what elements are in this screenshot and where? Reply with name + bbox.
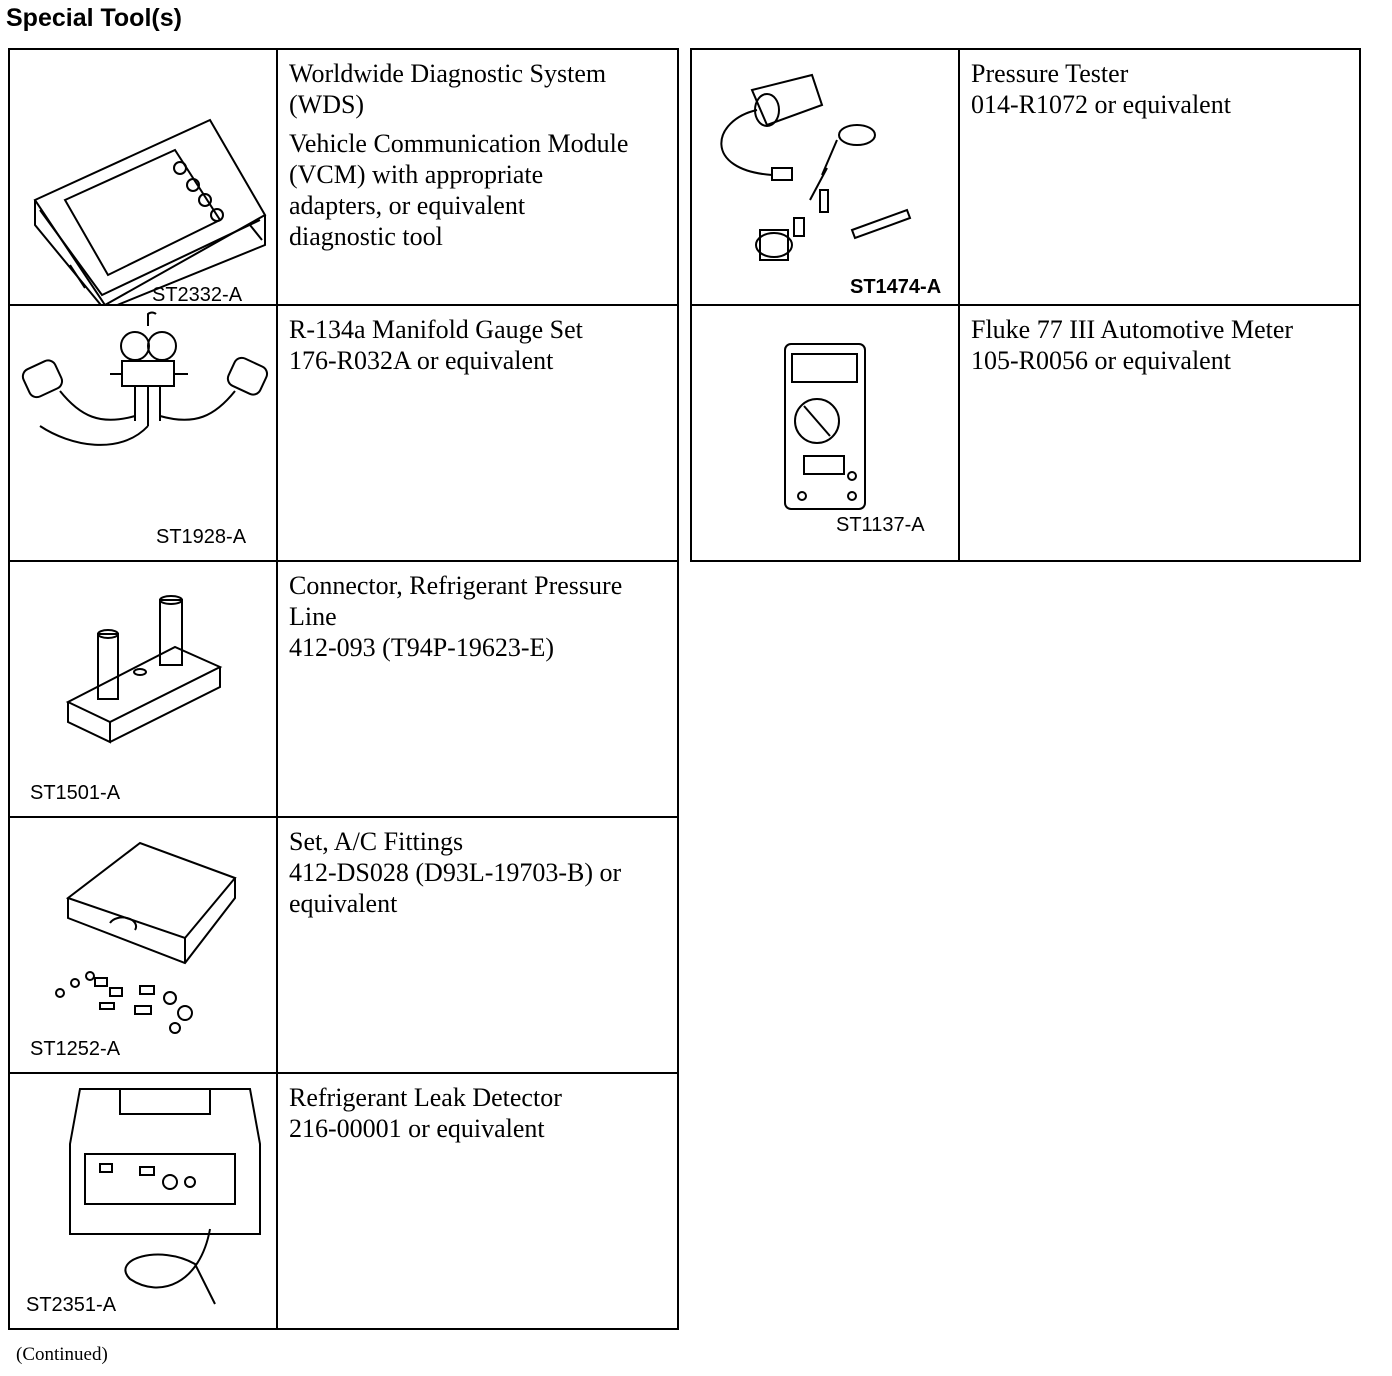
tool-row: ST1137-A Fluke 77 III Automotive Meter 1…: [690, 304, 1361, 562]
tool-code: ST1501-A: [30, 782, 121, 804]
pressure-line-connector-icon: [65, 595, 223, 744]
tool-description-line: Vehicle Communication Module (VCM) with …: [289, 129, 629, 251]
left-tools-table: ST2332-A Worldwide Diagnostic System (WD…: [8, 48, 679, 1330]
tool-image-cell: ST2351-A: [8, 1072, 278, 1330]
tool-description-line: Pressure Tester 014-R1072 or equivalent: [971, 59, 1231, 119]
tool-description: Pressure Tester 014-R1072 or equivalent: [958, 48, 1361, 306]
multimeter-icon: [784, 343, 866, 510]
tool-description-line: R-134a Manifold Gauge Set 176-R032A or e…: [289, 315, 583, 375]
tool-row: ST1501-A Connector, Refrigerant Pressure…: [8, 560, 679, 818]
tool-description: Fluke 77 III Automotive Meter 105-R0056 …: [958, 304, 1361, 562]
tool-description: Connector, Refrigerant Pressure Line 412…: [276, 560, 679, 818]
tool-code: ST2332-A: [152, 284, 243, 306]
diagnostic-system-icon: [33, 118, 267, 306]
ac-fittings-case-icon: [55, 841, 237, 1034]
tool-row: ST2351-A Refrigerant Leak Detector 216-0…: [8, 1072, 679, 1330]
tool-row: ST1474-A Pressure Tester 014-R1072 or eq…: [690, 48, 1361, 306]
tool-description-line: Fluke 77 III Automotive Meter 105-R0056 …: [971, 315, 1294, 375]
tool-code: ST1928-A: [156, 526, 247, 548]
tool-description-line: Set, A/C Fittings 412-DS028 (D93L-19703-…: [289, 827, 622, 918]
tool-description-line: Worldwide Diagnostic System (WDS): [289, 59, 607, 119]
tool-code: ST1474-A: [850, 276, 942, 298]
continued-note: (Continued): [16, 1344, 108, 1365]
tool-image-cell: ST1928-A: [8, 304, 278, 562]
tool-image-cell: ST1252-A: [8, 816, 278, 1074]
tool-row: ST1252-A Set, A/C Fittings 412-DS028 (D9…: [8, 816, 679, 1074]
leak-detector-icon: [69, 1088, 261, 1305]
tool-description: R-134a Manifold Gauge Set 176-R032A or e…: [276, 304, 679, 562]
tool-description-line: Connector, Refrigerant Pressure Line 412…: [289, 571, 623, 662]
right-tools-table: ST1474-A Pressure Tester 014-R1072 or eq…: [690, 48, 1361, 562]
tool-row: ST1928-A R-134a Manifold Gauge Set 176-R…: [8, 304, 679, 562]
tool-description: Refrigerant Leak Detector 216-00001 or e…: [276, 1072, 679, 1330]
tool-image-cell: ST1137-A: [690, 304, 960, 562]
pressure-tester-icon: [720, 73, 912, 261]
tool-description: Worldwide Diagnostic System (WDS) Vehicl…: [276, 48, 679, 306]
manifold-gauge-icon: [21, 311, 269, 446]
tool-image-cell: ST1474-A: [690, 48, 960, 306]
tool-code: ST1252-A: [30, 1038, 121, 1060]
tool-image-cell: ST1501-A: [8, 560, 278, 818]
tool-row: ST2332-A Worldwide Diagnostic System (WD…: [8, 48, 679, 306]
tool-image-cell: ST2332-A: [8, 48, 278, 306]
page-title: Special Tool(s): [6, 4, 182, 32]
tool-code: ST1137-A: [836, 514, 925, 536]
tool-code: ST2351-A: [26, 1294, 117, 1316]
tool-description: Set, A/C Fittings 412-DS028 (D93L-19703-…: [276, 816, 679, 1074]
tool-description-line: Refrigerant Leak Detector 216-00001 or e…: [289, 1083, 562, 1143]
